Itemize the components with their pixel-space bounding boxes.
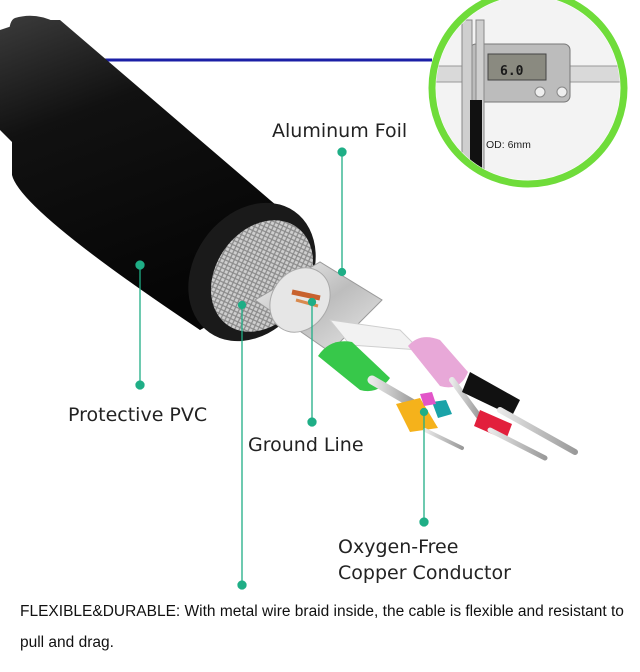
yellow-wire xyxy=(396,398,438,432)
caliper-reading: 6.0 xyxy=(500,64,524,79)
inner-copper xyxy=(291,289,321,301)
label-oxygen-free-copper: Oxygen-Free Copper Conductor xyxy=(338,534,511,586)
green-wire-strands xyxy=(367,375,420,410)
pink-wire-strands xyxy=(449,377,483,421)
label-oxygen-free-line2: Copper Conductor xyxy=(338,562,511,584)
red-wire-strands xyxy=(487,427,548,461)
label-oxygen-free-line1: Oxygen-Free xyxy=(338,536,459,558)
red-wire xyxy=(474,410,512,440)
caption: FLEXIBLE&DURABLE: With metal wire braid … xyxy=(20,596,632,658)
caliper-button-2 xyxy=(534,86,546,98)
yellow-wire-strands xyxy=(423,428,464,450)
caption-lead: FLEXIBLE&DURABLE: xyxy=(20,603,181,620)
cable-sample xyxy=(470,100,482,180)
caliper-display xyxy=(487,53,547,81)
label-aluminum-foil: Aluminum Foil xyxy=(272,120,408,142)
leader-lines xyxy=(135,147,429,590)
teal-wire xyxy=(432,400,452,418)
od-label: OD: 6mm xyxy=(486,139,531,151)
dark-wire xyxy=(462,372,520,416)
dark-wire-strands xyxy=(497,407,578,455)
pink-small-wire xyxy=(420,392,436,406)
label-protective-pvc: Protective PVC xyxy=(68,404,208,426)
caption-text: With metal wire braid inside, the cable … xyxy=(20,603,624,651)
pink-wire xyxy=(408,337,468,388)
caliper-button xyxy=(556,86,568,98)
label-ground-line: Ground Line xyxy=(248,434,364,456)
caliper-inset xyxy=(428,0,628,188)
